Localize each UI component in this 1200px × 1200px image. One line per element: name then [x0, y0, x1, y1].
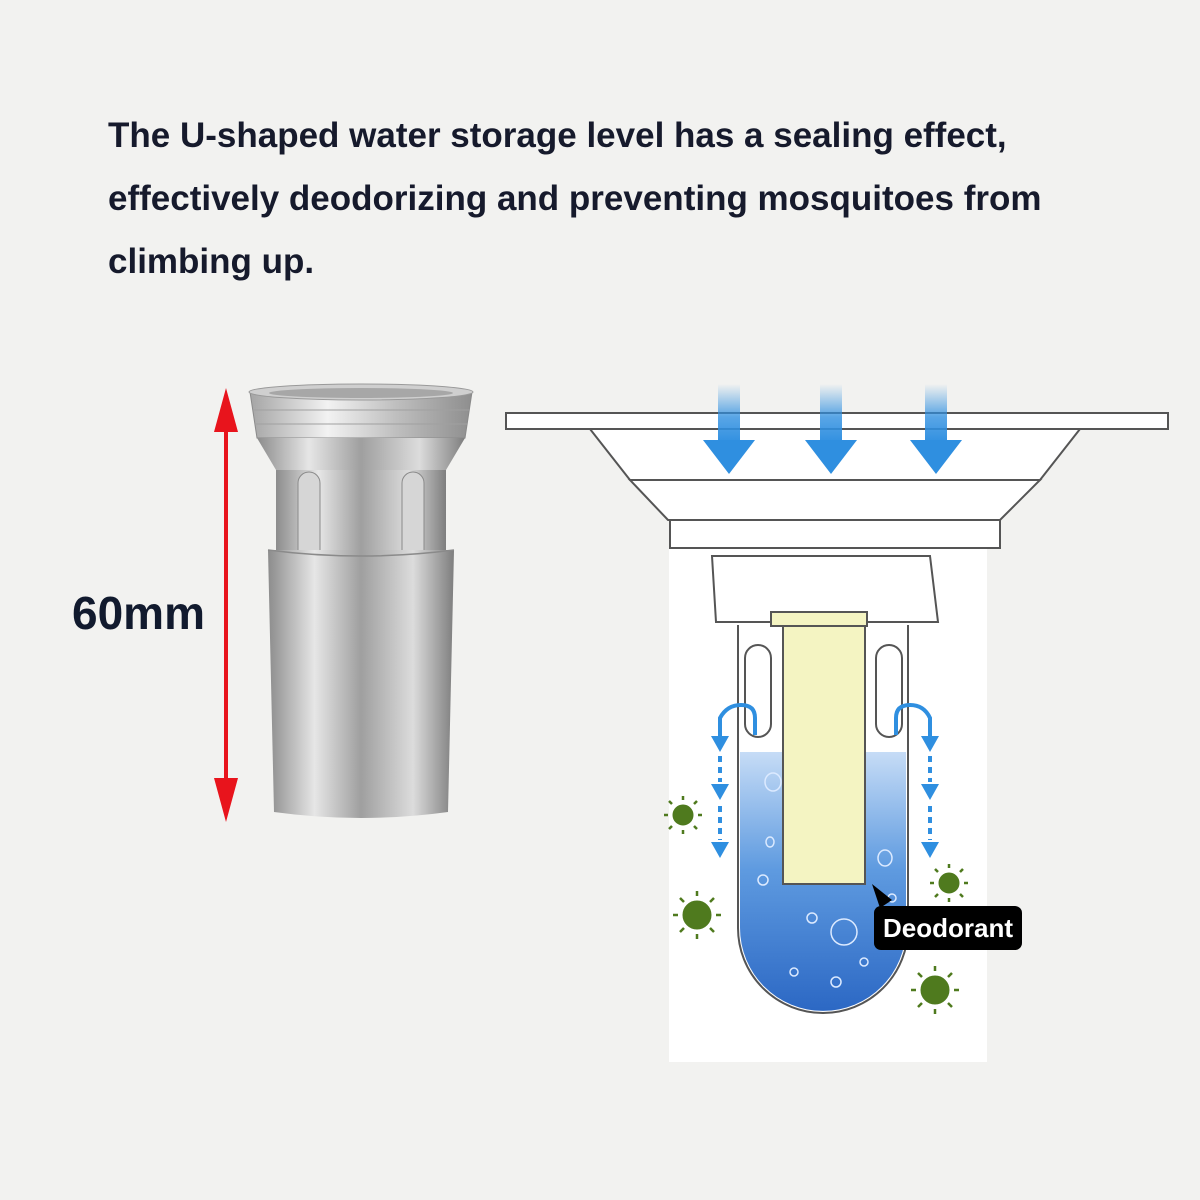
dimension-label: 60mm: [72, 587, 205, 639]
germ-icon: [664, 796, 968, 1014]
water-bubble-icon: [757, 772, 897, 988]
drain-core-product: [248, 383, 474, 818]
u-turn-arrow-icon: [718, 702, 932, 738]
floor-drain-diagram: [505, 412, 1169, 1062]
double-headed-arrow-icon: [214, 388, 238, 822]
callout-pointer: [872, 884, 892, 908]
headline: The U-shaped water storage level has a s…: [108, 116, 1042, 281]
deodorant-callout: Deodorant: [874, 906, 1022, 950]
down-arrow-icon: [703, 384, 962, 474]
